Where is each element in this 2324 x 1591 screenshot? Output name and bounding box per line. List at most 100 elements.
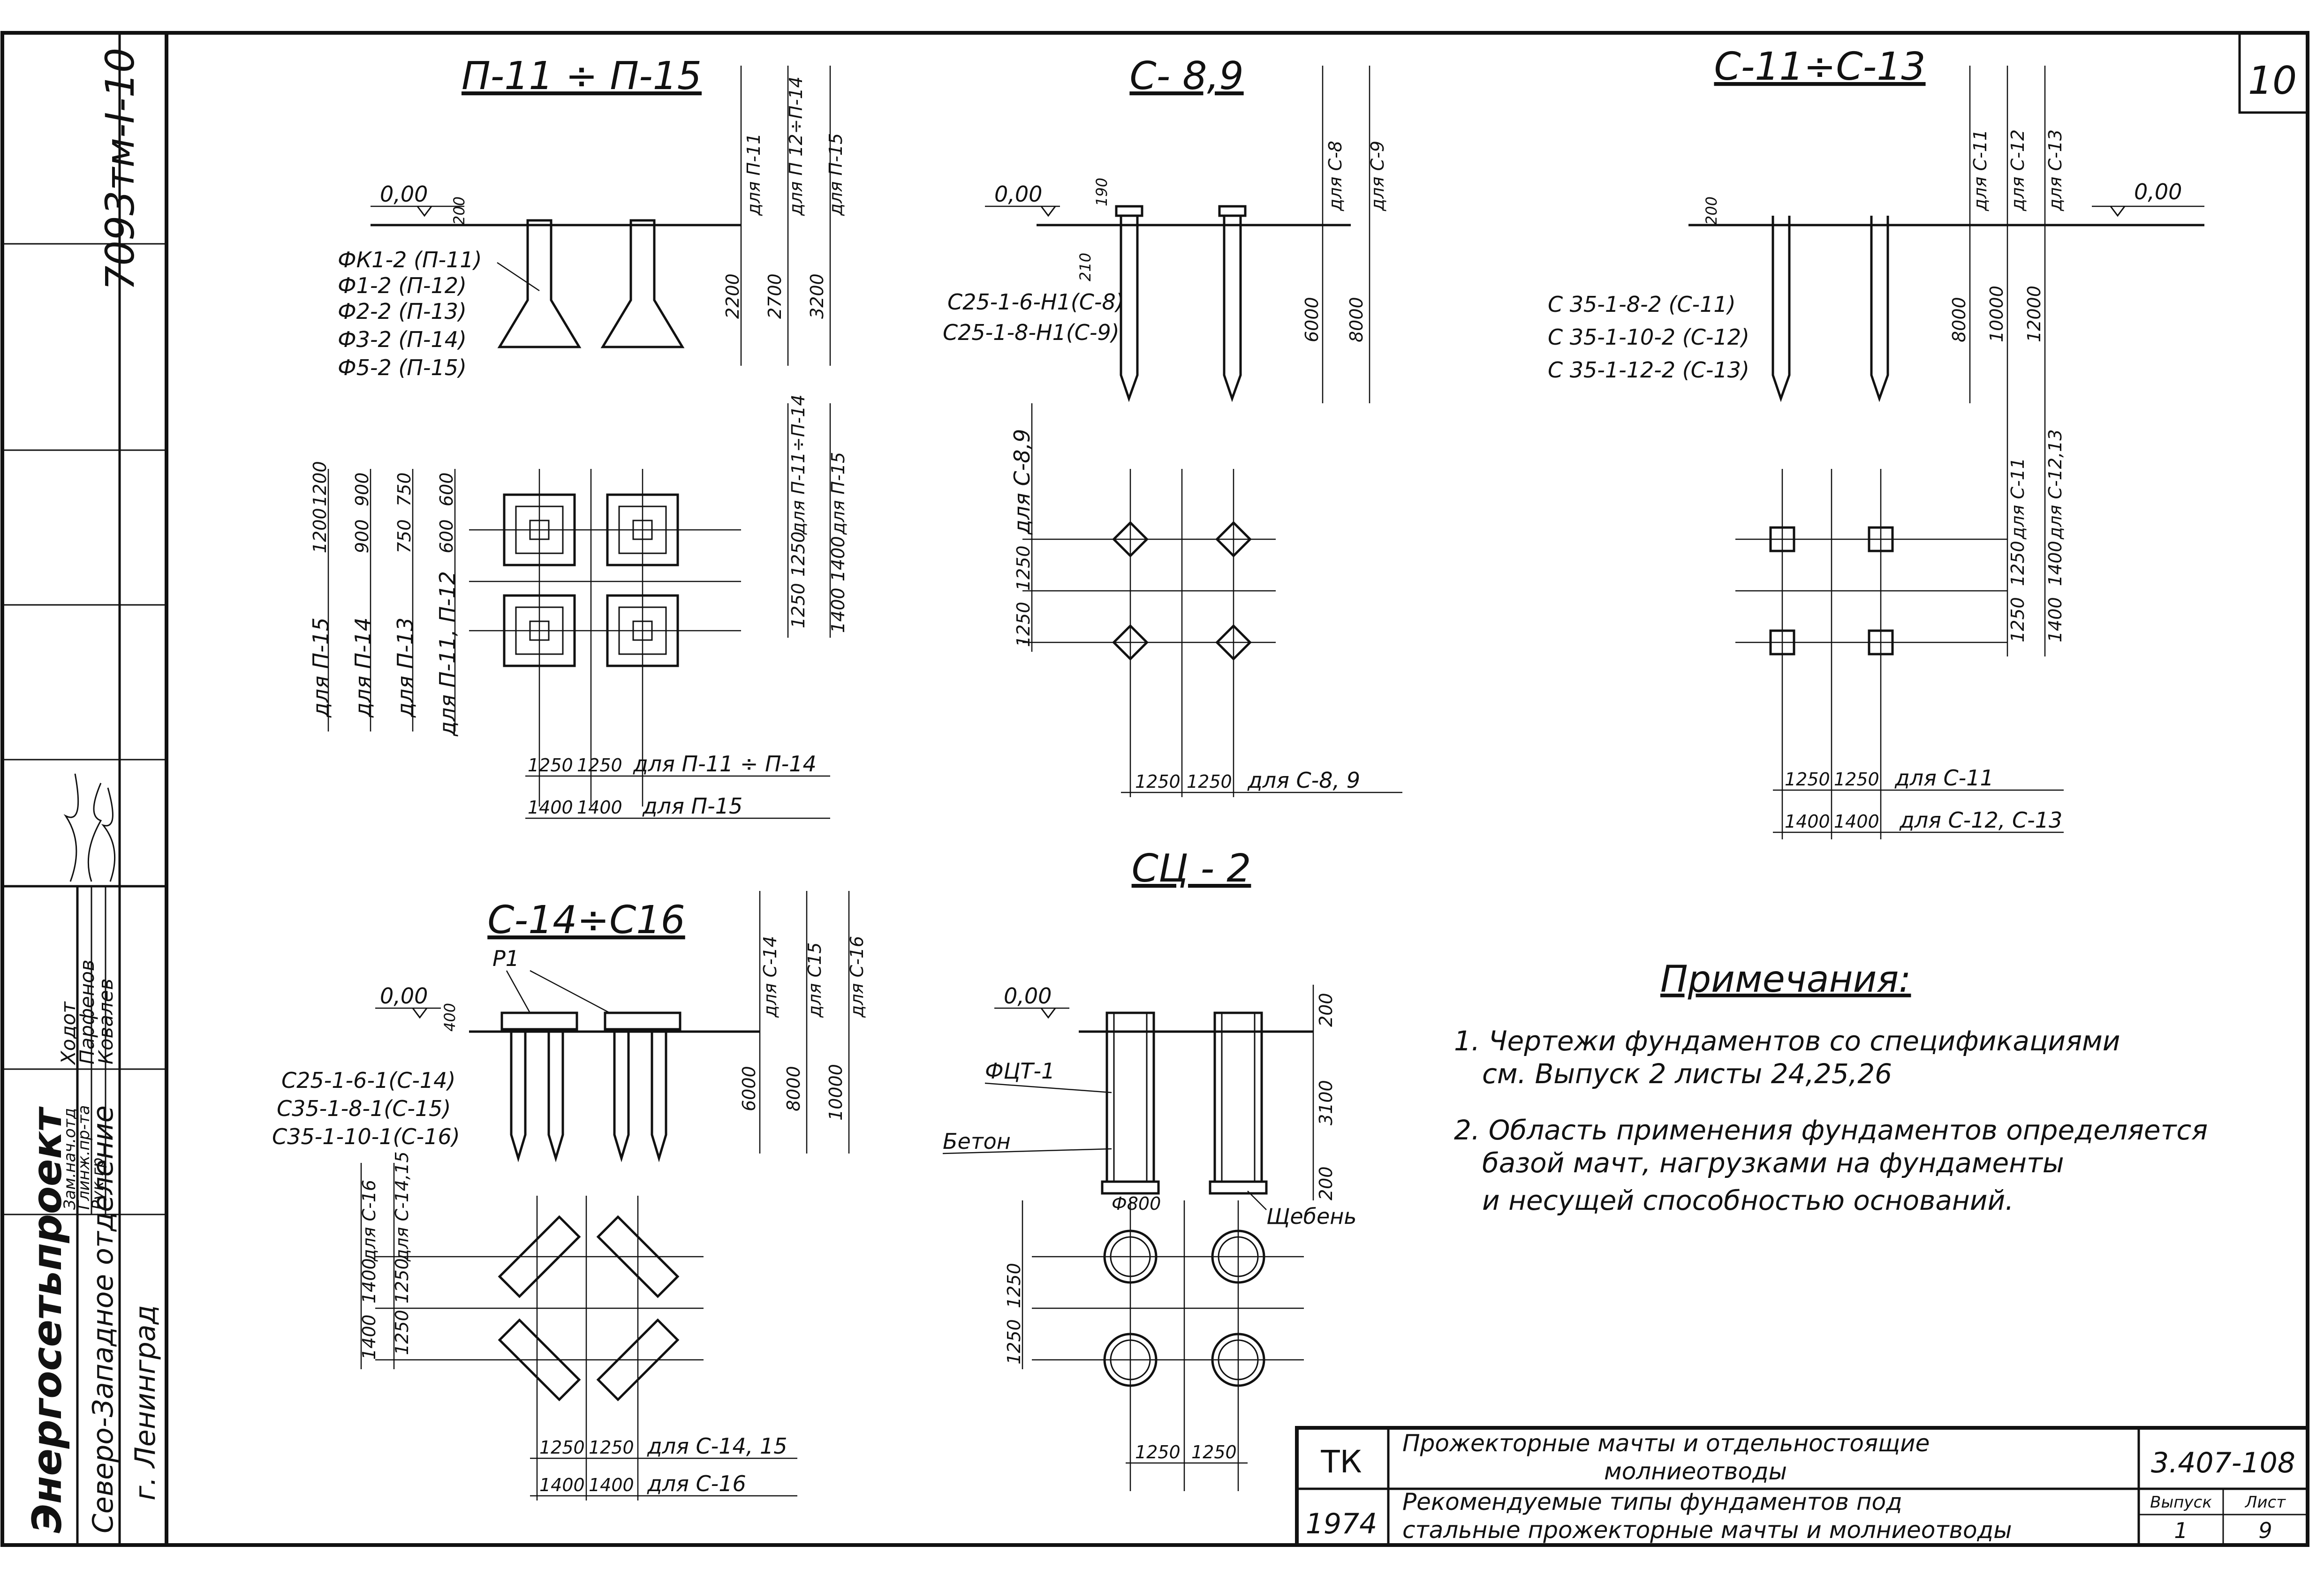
p11-top-dim-1: 1200 bbox=[310, 508, 330, 553]
c11-pile-elev-2 bbox=[1870, 216, 1889, 402]
p11-plan-label-2: для П-15 bbox=[828, 452, 848, 535]
sc2-diam: Ф800 bbox=[1112, 1193, 1161, 1214]
p11-bottom-b-2: 1400 bbox=[577, 797, 622, 818]
c11-plan-dim-1: 1250 bbox=[2007, 541, 2028, 586]
view-c11-c13: С-11÷С-13 0,00 200 С 35-1-8-2 (С-11) С 3… bbox=[1548, 45, 2204, 839]
c14-plan-pair-2 bbox=[596, 1215, 680, 1298]
notes-block: Примечания: 1. Чертежи фундаментов со сп… bbox=[1454, 958, 2208, 1216]
p11-depth-1: 2200 bbox=[722, 273, 743, 319]
c8-plan-dim-1: 1250 bbox=[1013, 545, 1034, 591]
pile-plan-3 bbox=[1112, 624, 1149, 661]
c11-bottom-a-1: 1250 bbox=[1785, 769, 1830, 790]
sc2-item: ФЦТ-1 bbox=[985, 1058, 1055, 1084]
signature-1 bbox=[63, 773, 79, 882]
p11-plan-label-1: для П-11÷П-14 bbox=[788, 394, 809, 535]
note-line-5: и несущей способностью оснований. bbox=[1482, 1184, 2014, 1216]
c11-bottom-b-label: для С-12, С-13 bbox=[1899, 807, 2062, 833]
sc2-plan-dim-2: 1250 bbox=[1004, 1319, 1024, 1365]
signature-2 bbox=[87, 783, 102, 882]
c11-pile-plan-2 bbox=[1868, 526, 1894, 552]
c8-level: 0,00 bbox=[994, 181, 1042, 207]
c14-item-2: С35-1-8-1(С-15) bbox=[277, 1096, 451, 1121]
sc2-plan-3 bbox=[1103, 1333, 1158, 1387]
c14-pile-group-2 bbox=[604, 1011, 681, 1162]
p11-lvl-dim: 200 bbox=[450, 196, 468, 225]
c11-item-3: С 35-1-12-2 (С-13) bbox=[1548, 357, 1749, 383]
sc2-depth-1: 200 bbox=[1316, 993, 1336, 1027]
sc2-plan-dim-1: 1250 bbox=[1004, 1263, 1024, 1308]
sc2-cyl-2 bbox=[1209, 1011, 1268, 1195]
c11-lvl-dim: 200 bbox=[1703, 196, 1720, 225]
sc2-title: СЦ - 2 bbox=[1132, 846, 1251, 891]
p11-top-dim-5: 750 bbox=[394, 519, 415, 553]
view-sc2: СЦ - 2 0,00 ФЦТ-1 Бетон Щебень 200 3100 … bbox=[942, 846, 1356, 1491]
c11-pile-elev-1 bbox=[1771, 216, 1791, 402]
c14-ref: Р1 bbox=[492, 946, 519, 971]
c8-top-dim-1: 190 bbox=[1093, 178, 1111, 206]
sc2-plan-2 bbox=[1211, 1229, 1265, 1284]
note-line-3: 2. Область применения фундаментов опреде… bbox=[1454, 1114, 2208, 1146]
c14-bottom-b-1: 1400 bbox=[539, 1475, 585, 1495]
p11-top-dim-8: 600 bbox=[436, 472, 457, 506]
tb-title-1: Прожекторные мачты и отдельностоящие bbox=[1402, 1430, 1930, 1457]
c14-plan-label-2: для С-14,15 bbox=[392, 1151, 412, 1262]
p11-depth-2: 2700 bbox=[765, 273, 785, 319]
p11-plan-dim-3: 1400 bbox=[828, 536, 848, 581]
p11-title: П-11 ÷ П-15 bbox=[462, 54, 702, 98]
c14-bottom-a-1: 1250 bbox=[539, 1437, 585, 1458]
c11-level: 0,00 bbox=[2134, 179, 2182, 204]
plan-square-3 bbox=[503, 594, 576, 667]
sc2-depth-2: 3100 bbox=[1316, 1080, 1336, 1125]
pile-plan-4 bbox=[1215, 624, 1252, 661]
tb-series: 3.407-108 bbox=[2151, 1447, 2295, 1479]
sc2-level: 0,00 bbox=[1004, 983, 1052, 1009]
p11-plan-dim-1: 1250 bbox=[788, 531, 809, 577]
sc2-cyl-1 bbox=[1101, 1011, 1160, 1195]
p11-bottom-b-label: для П-15 bbox=[642, 793, 742, 819]
p11-left-label-4: для П-11, П-12 bbox=[435, 571, 460, 737]
c14-plan-pair-3 bbox=[498, 1318, 581, 1402]
p11-level: 0,00 bbox=[380, 181, 428, 207]
sc2-gravel: Щебень bbox=[1266, 1204, 1356, 1229]
note-line-1: 1. Чертежи фундаментов со спецификациями bbox=[1454, 1025, 2120, 1057]
p11-depth-label-1: для П-11 bbox=[743, 133, 764, 216]
c11-pile-plan-4 bbox=[1868, 629, 1894, 656]
tb-sheet: 9 bbox=[2258, 1518, 2272, 1543]
sheet-frame bbox=[0, 31, 2309, 1547]
c8-plan-label: для С-8,9 bbox=[1009, 429, 1035, 535]
role-3: Рук.гр. bbox=[89, 1153, 107, 1210]
side-stamp: 7093тм-I-10 Энергосетьпроект Северо-Запа… bbox=[24, 48, 162, 1533]
tb-year: 1974 bbox=[1306, 1508, 1378, 1540]
c11-plan-dim-4: 1400 bbox=[2045, 597, 2066, 642]
city-name: г. Ленинград bbox=[129, 1305, 162, 1501]
p11-item-1: ФК1-2 (П-11) bbox=[338, 247, 482, 272]
p11-depth-label-2: для П 12÷П-14 bbox=[786, 76, 806, 216]
c8-bottom-1: 1250 bbox=[1135, 771, 1181, 792]
c14-bottom-b-label: для С-16 bbox=[647, 1471, 746, 1496]
c8-bottom-label: для С-8, 9 bbox=[1247, 768, 1360, 793]
c11-pile-plan-3 bbox=[1769, 629, 1795, 656]
note-line-2: см. Выпуск 2 листы 24,25,26 bbox=[1482, 1058, 1892, 1090]
c14-title: С-14÷С16 bbox=[487, 898, 685, 943]
tb-title-2: молниеотводы bbox=[1604, 1458, 1787, 1485]
c14-item-1: С25-1-6-1(С-14) bbox=[281, 1068, 455, 1093]
c11-bottom-a-label: для С-11 bbox=[1894, 765, 1994, 791]
sc2-plan-1 bbox=[1103, 1229, 1158, 1284]
pile-plan-1 bbox=[1112, 521, 1149, 558]
pile-elev-1 bbox=[1115, 205, 1143, 402]
notes-title: Примечания: bbox=[1660, 958, 1911, 1001]
foundation-elev-1 bbox=[497, 219, 582, 348]
c8-item-2: С25-1-8-Н1(С-9) bbox=[943, 320, 1120, 345]
c11-plan-label-1: для С-11 bbox=[2007, 458, 2028, 540]
c11-item-2: С 35-1-10-2 (С-12) bbox=[1548, 324, 1749, 350]
c11-depth-1: 8000 bbox=[1949, 297, 1969, 342]
c14-item-3: С35-1-10-1(С-16) bbox=[272, 1124, 460, 1149]
plan-square-2 bbox=[606, 493, 679, 566]
pile-plan-2 bbox=[1215, 521, 1252, 558]
c8-depth-label-1: для С-8 bbox=[1325, 141, 1346, 211]
p11-depth-label-3: для П-15 bbox=[825, 133, 846, 216]
c14-plan-dim-4: 1250 bbox=[392, 1310, 412, 1355]
c11-depth-3: 12000 bbox=[2024, 286, 2044, 342]
tb-sub-2: стальные прожекторные мачты и молниеотво… bbox=[1402, 1516, 2012, 1544]
